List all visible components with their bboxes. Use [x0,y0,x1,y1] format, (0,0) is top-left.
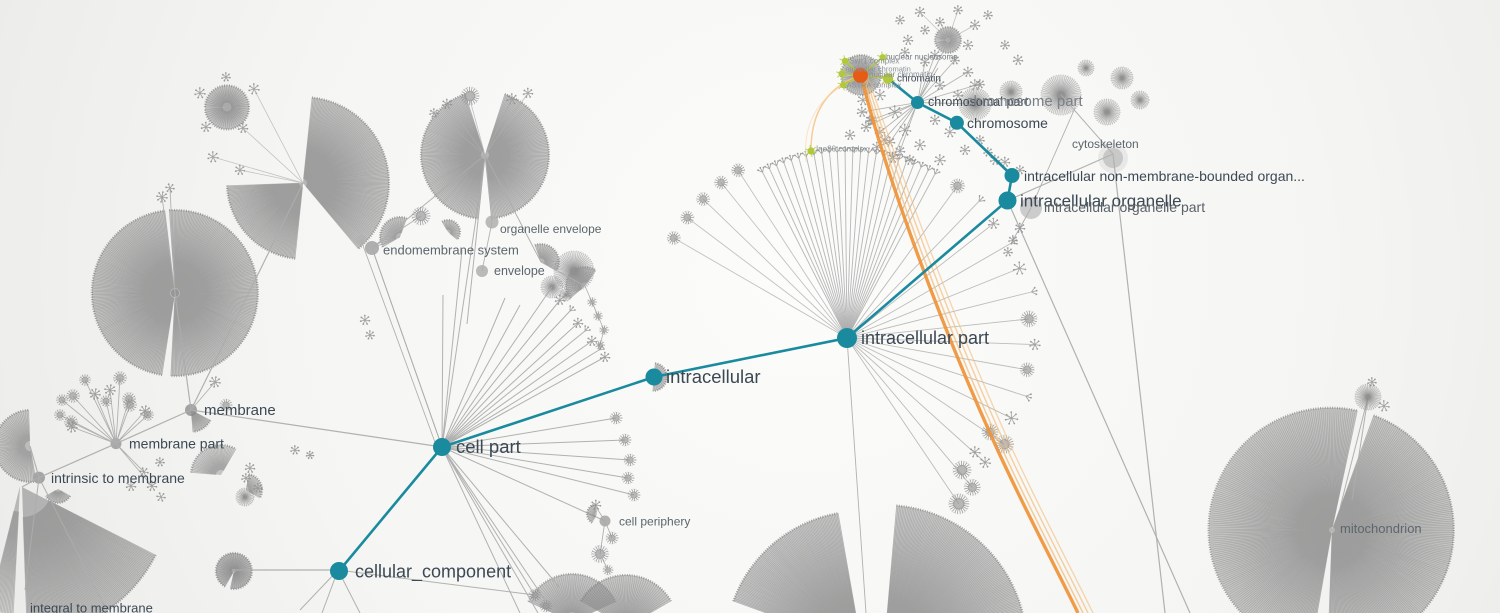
svg-text:envelope: envelope [494,264,545,278]
svg-text:nuclear chromatin: nuclear chromatin [869,70,933,79]
svg-text:integral to membrane: integral to membrane [30,601,153,613]
svg-text:ASTRA complex: ASTRA complex [847,81,902,90]
svg-text:Ino80 complex: Ino80 complex [816,145,868,154]
svg-text:membrane: membrane [204,402,276,419]
svg-text:chromatin: chromatin [897,74,941,85]
svg-text:cell periphery: cell periphery [619,515,690,529]
svg-text:chromosome part: chromosome part [966,93,1084,110]
svg-text:cell part: cell part [456,436,521,457]
svg-text:endomembrane system: endomembrane system [383,243,519,258]
svg-text:chromosome: chromosome [967,115,1048,131]
svg-text:cellular_component: cellular_component [355,562,511,583]
svg-text:intrinsic to membrane: intrinsic to membrane [51,470,185,486]
svg-text:intracellular organelle part: intracellular organelle part [1044,199,1205,215]
svg-text:organelle envelope: organelle envelope [500,222,602,236]
svg-text:mitochondrion: mitochondrion [1340,521,1422,536]
svg-text:intracellular part: intracellular part [861,328,989,348]
svg-text:chromosomal part: chromosomal part [928,95,1029,109]
svg-text:Swr1 complex: Swr1 complex [849,57,899,66]
svg-text:intracellular: intracellular [666,366,761,387]
svg-text:nuclear nucleosome: nuclear nucleosome [886,53,958,62]
svg-text:intracellular organelle: intracellular organelle [1020,192,1182,211]
svg-text:membrane part: membrane part [129,436,224,452]
svg-text:intracellular non-membrane-bou: intracellular non-membrane-bounded organ… [1024,168,1305,184]
svg-text:nucleolar chromatin: nucleolar chromatin [845,65,910,74]
svg-text:cytoskeleton: cytoskeleton [1072,137,1139,151]
